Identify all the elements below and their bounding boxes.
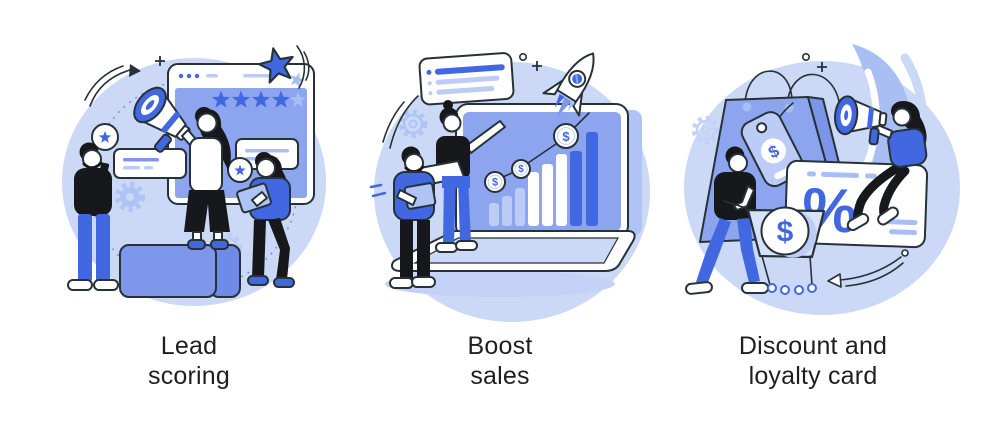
megaphone-icon [133,86,191,153]
curve-lines [382,95,419,149]
star-badge [91,123,119,151]
svg-text:$: $ [518,164,524,175]
dollar-coin: $ [553,123,579,149]
star-badge [227,157,253,183]
caption-line: scoring [148,362,230,390]
plus-sparkle-icon [532,61,542,71]
dollar-coin: $ [484,171,506,193]
window-dots [178,73,200,79]
laptop-screen [455,103,629,239]
caption-lead-scoring: Lead scoring [39,331,339,391]
podium [119,244,241,298]
speech-bubble [113,148,187,179]
big-star-icon [257,45,310,89]
rocket-icon [542,52,595,118]
illustration-lead-scoring [62,45,326,306]
megaphone-icon [834,95,888,146]
arrow-curve-icon [827,249,909,288]
dollar-coin: $ [760,206,817,258]
gear-icon [691,115,721,145]
announcement-card [418,52,515,106]
caption-line: Discount and [738,332,888,360]
man-with-phone [67,142,119,291]
svg-text:$: $ [777,216,794,249]
laptop-shadow [385,271,615,297]
gear-icon [398,109,428,139]
plus-sparkle-icon [155,56,165,66]
caption-boost-sales: Boost sales [350,331,650,391]
illustration-boost-sales: $ $ $ [369,52,650,322]
growth-line: $ $ $ [484,112,590,193]
arm [733,185,755,211]
svg-text:$: $ [562,129,570,144]
woman-with-megaphone [834,95,928,231]
dollar-coin: $ [511,159,531,179]
woman-with-megaphone [133,86,231,250]
svg-text:$: $ [492,177,498,189]
arrow-curve-icon [84,64,141,107]
woman-with-tablet [236,152,295,288]
arm [251,191,268,207]
dash-accents [369,183,387,198]
caption-line: sales [470,362,530,390]
man-with-tablet [389,146,437,289]
plus-sparkle-icon [817,62,827,72]
caption-line: loyalty card [748,362,878,390]
circle-sparkle-icon [801,52,810,61]
gear-icon [115,182,145,212]
cart-wheels [767,283,817,295]
woman-presenter [419,100,506,253]
bar-chart [489,132,598,226]
arm [396,189,417,206]
circle-sparkle-icon [518,52,527,61]
caption-line: Lead [160,332,218,360]
caption-discount-loyalty: Discount and loyalty card [663,331,963,391]
caption-line: Boost [467,332,533,360]
illustration-discount-loyalty: $ % $ [684,44,960,315]
